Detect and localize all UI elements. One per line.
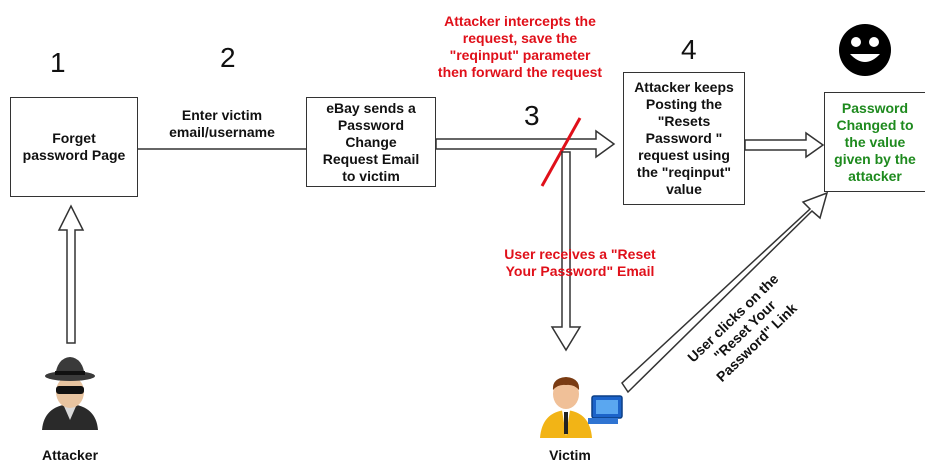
arrow-keeps-to-changed xyxy=(744,131,825,159)
user-receives-label: User receives a "Reset Your Password" Em… xyxy=(504,246,656,279)
arrow-victim-to-changed xyxy=(621,191,829,394)
step-number-4: 4 xyxy=(681,34,697,65)
step-number-1: 1 xyxy=(50,47,66,78)
forget-password-box: Forget password Page xyxy=(10,97,138,197)
attacker-spy-icon xyxy=(42,357,98,430)
step-number-2: 2 xyxy=(220,42,236,73)
arrow-ebay-to-keeps xyxy=(435,129,616,159)
ebay-sends-email-box: eBay sends a Password Change Request Ema… xyxy=(306,97,436,187)
password-changed-box: Password Changed to the value given by t… xyxy=(824,92,925,192)
attacker-keeps-posting-box: Attacker keeps Posting the "Resets Passw… xyxy=(623,72,745,205)
step-number-3: 3 xyxy=(524,100,540,131)
arrow-attacker-to-forget xyxy=(57,204,85,344)
intercepts-label: Attacker intercepts the request, save th… xyxy=(437,13,603,80)
intercept-slash xyxy=(540,117,582,187)
arrow-down-to-victim xyxy=(550,151,582,352)
victim-computer-user-icon xyxy=(540,377,623,438)
victim-caption: Victim xyxy=(549,447,591,463)
attacker-caption: Attacker xyxy=(41,447,99,463)
smiley-face-icon xyxy=(839,24,891,76)
enter-victim-label: Enter victim email/username xyxy=(169,107,275,140)
